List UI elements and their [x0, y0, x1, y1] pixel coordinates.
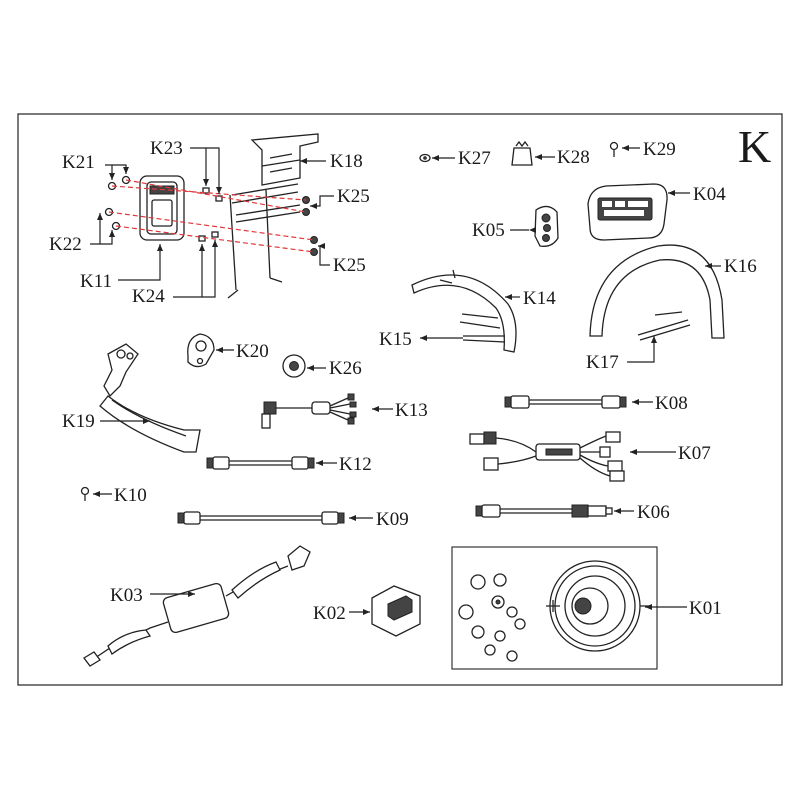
label-k21: K21 — [62, 152, 95, 173]
kickstand-k19 — [99, 343, 201, 453]
label-k23: K23 — [150, 138, 183, 159]
label-k08: K08 — [655, 393, 688, 414]
label-k04: K04 — [693, 184, 726, 205]
label-k05: K05 — [472, 220, 505, 241]
screw-k29 — [609, 141, 619, 157]
label-k02: K02 — [313, 603, 346, 624]
rear-fender-k16 — [589, 244, 725, 341]
label-k03: K03 — [110, 585, 143, 606]
label-k14: K14 — [523, 288, 556, 309]
screw-k10 — [80, 486, 90, 501]
cable-k08 — [504, 395, 627, 409]
label-k13: K13 — [395, 400, 428, 421]
label-k29: K29 — [643, 139, 676, 160]
label-k01: K01 — [689, 598, 722, 619]
cable-k09 — [177, 511, 345, 525]
grommet-k26 — [282, 354, 306, 378]
nuts-k25 — [302, 196, 318, 256]
label-k11: K11 — [80, 271, 112, 292]
hub-motor-small-parts — [458, 573, 526, 662]
spacers — [198, 187, 223, 242]
cable-k12 — [206, 456, 315, 470]
hub-motor-k01 — [546, 560, 652, 652]
label-k22: K22 — [49, 234, 82, 255]
label-k27: K27 — [458, 148, 491, 169]
rack-mount-group — [104, 133, 319, 299]
controller-k02 — [371, 585, 421, 637]
label-k10: K10 — [114, 485, 147, 506]
front-fender-k14 — [411, 269, 517, 353]
label-k07: K07 — [678, 443, 711, 464]
battery-housing — [139, 175, 185, 241]
display-k04 — [587, 183, 668, 241]
hub-motor-box — [451, 546, 658, 670]
label-k20: K20 — [236, 341, 269, 362]
label-k28: K28 — [557, 147, 590, 168]
charger-k03 — [83, 545, 311, 667]
label-k25-upper: K25 — [337, 186, 370, 207]
label-k26: K26 — [329, 358, 362, 379]
label-k24: K24 — [132, 286, 165, 307]
cable-k06 — [475, 504, 613, 518]
rear-carrier-bracket — [227, 133, 319, 299]
sheet-border — [17, 113, 783, 686]
label-k17: K17 — [586, 352, 619, 373]
cap-k28 — [511, 140, 533, 166]
alignment-lines — [108, 179, 315, 253]
harness-k07 — [469, 431, 625, 482]
label-k09: K09 — [376, 509, 409, 530]
label-k25-lower: K25 — [333, 255, 366, 276]
plate-k20 — [187, 333, 215, 368]
label-k16: K16 — [724, 256, 757, 277]
cable-k13 — [261, 393, 357, 429]
remote-k05 — [534, 205, 559, 247]
label-k12: K12 — [339, 454, 372, 475]
sheet-letter: K — [738, 121, 771, 172]
label-k06: K06 — [637, 502, 670, 523]
washer-k27 — [419, 153, 431, 163]
label-k19: K19 — [62, 411, 95, 432]
label-k18: K18 — [330, 151, 363, 172]
label-k15: K15 — [379, 329, 412, 350]
